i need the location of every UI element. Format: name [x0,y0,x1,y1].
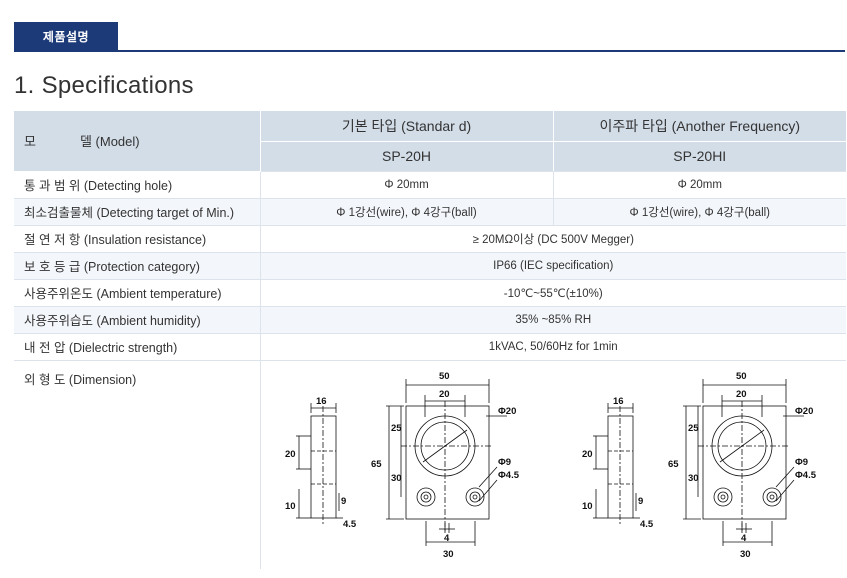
row-value: Φ 1강선(wire), Φ 4강구(ball) [553,198,846,226]
dim-label-4-5: 4.5 [640,519,654,530]
dim-label-20-top: 20 [439,389,450,400]
row-label: 내 전 압 (Dielectric strength) [14,333,261,361]
dim-label-4: 4 [741,533,747,544]
col2-type-header: 이주파 타입 (Another Frequency) [553,111,846,142]
dim-label-20: 20 [285,449,296,460]
table-row: 통 과 범 위 (Detecting hole) Φ 20mm Φ 20mm [14,171,846,199]
dim-label-30-h: 30 [740,549,751,560]
dim-label-30-h: 30 [443,549,454,560]
dimension-drawing-2: 16 20 10 9 4.5 50 20 25 65 30 Φ20 Φ9 Φ4.… [582,371,817,560]
table-row: 사용주위온도 (Ambient temperature) -10℃~55℃(±1… [14,279,846,307]
row-label: 사용주위습도 (Ambient humidity) [14,306,261,334]
dim-label-20: 20 [582,449,593,460]
dim-label-50: 50 [736,371,747,382]
dim-label-30-v: 30 [391,473,402,484]
row-value: 1kVAC, 50/60Hz for 1min [260,333,846,361]
tab-product-description[interactable]: 제품설명 [14,22,118,52]
row-label: 외 형 도 (Dimension) [14,360,261,569]
table-row: 절 연 저 항 (Insulation resistance) ≥ 20MΩ이상… [14,225,846,253]
table-row: 보 호 등 급 (Protection category) IP66 (IEC … [14,252,846,280]
dim-label-phi20: Φ20 [795,406,813,417]
row-value: IP66 (IEC specification) [260,252,846,280]
dim-label-16: 16 [613,396,624,407]
section-title: 1. Specifications [14,72,194,99]
col2-model-header: SP-20HI [553,141,846,172]
dim-label-16: 16 [316,396,327,407]
dimension-drawing-cell-1: 16 20 10 9 4.5 50 20 25 65 30 Φ20 Φ9 Φ4.… [260,360,553,569]
dim-label-20-top: 20 [736,389,747,400]
dim-label-25: 25 [688,423,699,434]
dim-label-phi4-5: Φ4.5 [498,470,520,481]
table-row: 내 전 압 (Dielectric strength) 1kVAC, 50/60… [14,333,846,361]
dim-label-phi9: Φ9 [498,457,511,468]
tab-bar: 제품설명 [14,22,845,52]
dim-label-phi4-5: Φ4.5 [795,470,817,481]
table-row: 최소검출물체 (Detecting target of Min.) Φ 1강선(… [14,198,846,226]
table-row: 사용주위습도 (Ambient humidity) 35% ~85% RH [14,306,846,334]
col1-type-header: 기본 타입 (Standar d) [260,111,554,142]
row-value: 35% ~85% RH [260,306,846,334]
dim-label-4-5: 4.5 [343,519,357,530]
row-label: 통 과 범 위 (Detecting hole) [14,171,261,199]
dim-label-50: 50 [439,371,450,382]
dim-label-65: 65 [668,459,679,470]
dim-label-30-v: 30 [688,473,699,484]
row-value: Φ 20mm [553,171,846,199]
row-label: 최소검출물체 (Detecting target of Min.) [14,198,261,226]
table-header-row-models: SP-20H SP-20HI [14,141,846,172]
dimension-row: 외 형 도 (Dimension) [14,360,846,569]
row-value: -10℃~55℃(±10%) [260,279,846,307]
col1-model-header: SP-20H [260,141,554,172]
dim-label-9: 9 [341,496,346,507]
row-value: ≥ 20MΩ이상 (DC 500V Megger) [260,225,846,253]
row-value: Φ 1강선(wire), Φ 4강구(ball) [260,198,554,226]
dimension-drawing-1: 16 20 10 9 4.5 50 20 25 65 30 Φ20 Φ9 Φ4.… [285,371,520,560]
dim-label-10: 10 [285,501,296,512]
row-label: 사용주위온도 (Ambient temperature) [14,279,261,307]
dim-label-9: 9 [638,496,643,507]
row-label: 절 연 저 항 (Insulation resistance) [14,225,261,253]
dim-label-4: 4 [444,533,450,544]
dimension-drawing-cell-2: 16 20 10 9 4.5 50 20 25 65 30 Φ20 Φ9 Φ4.… [553,360,846,569]
dim-label-25: 25 [391,423,402,434]
row-value: Φ 20mm [260,171,554,199]
dim-label-phi9: Φ9 [795,457,808,468]
row-label: 보 호 등 급 (Protection category) [14,252,261,280]
dim-label-65: 65 [371,459,382,470]
dim-label-phi20: Φ20 [498,406,516,417]
dim-label-10: 10 [582,501,593,512]
